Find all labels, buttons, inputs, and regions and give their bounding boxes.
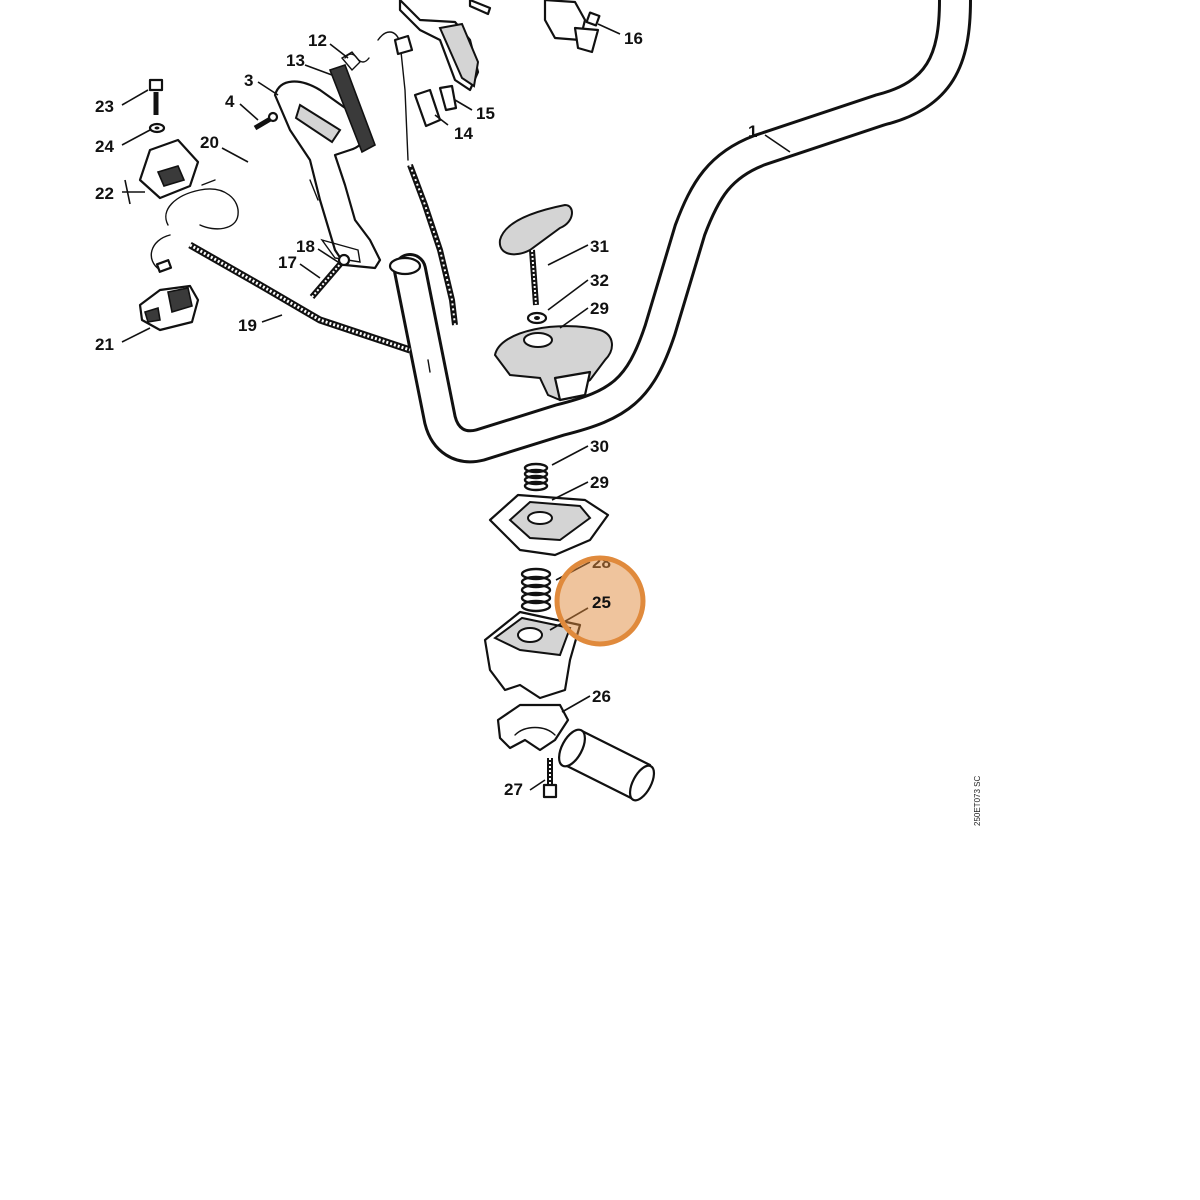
short-circuit-switch (138, 138, 200, 200)
callout-30: 30 (590, 437, 609, 456)
callout-21: 21 (95, 335, 114, 354)
callout-12: 12 (308, 31, 327, 50)
screw-17 (309, 253, 351, 299)
callout-4: 4 (225, 92, 235, 111)
callout-29-lower: 29 (590, 473, 609, 492)
callout-18: 18 (296, 237, 315, 256)
torsion-spring (344, 53, 370, 63)
switch-plates (413, 84, 458, 128)
handlebar-tube (388, 0, 972, 464)
clamp-middle-29 (488, 493, 610, 557)
callout-19: 19 (238, 316, 257, 335)
highlight-marker[interactable]: 25 (554, 555, 646, 647)
callout-23: 23 (95, 97, 114, 116)
throttle-cable (377, 31, 458, 326)
callout-22: 22 (95, 184, 114, 203)
callout-17: 17 (278, 253, 297, 272)
wing-screw (498, 203, 573, 306)
screw-23 (148, 78, 164, 115)
callout-31: 31 (590, 237, 609, 256)
clamp-shell-26 (496, 703, 570, 752)
callout-24: 24 (95, 137, 114, 156)
callout-3: 3 (244, 71, 253, 90)
contact-housing (138, 284, 200, 332)
drawing-code: 250ET073 SC (973, 776, 982, 826)
clamp-lower-25 (483, 610, 582, 700)
spring-30 (523, 462, 549, 492)
callout-13: 13 (286, 51, 305, 70)
callout-20: 20 (200, 133, 219, 152)
control-handle-housing (273, 80, 382, 270)
callout-32: 32 (590, 271, 609, 290)
callout-25: 25 (592, 593, 611, 612)
washer-32 (526, 311, 548, 325)
callout-1: 1 (748, 122, 757, 141)
screw-27 (542, 758, 558, 799)
throttle-trigger-parts (398, 0, 601, 92)
callout-26: 26 (592, 687, 611, 706)
callout-14: 14 (454, 124, 473, 143)
callout-16: 16 (624, 29, 643, 48)
callout-29-upper: 29 (590, 299, 609, 318)
clamp-upper-29 (493, 325, 613, 402)
screw-4 (253, 111, 279, 131)
washer-24 (148, 122, 166, 134)
callout-15: 15 (476, 104, 495, 123)
callout-27: 27 (504, 780, 523, 799)
ignition-lead (150, 179, 412, 354)
drive-tube (558, 728, 656, 802)
spring-28 (520, 567, 552, 613)
